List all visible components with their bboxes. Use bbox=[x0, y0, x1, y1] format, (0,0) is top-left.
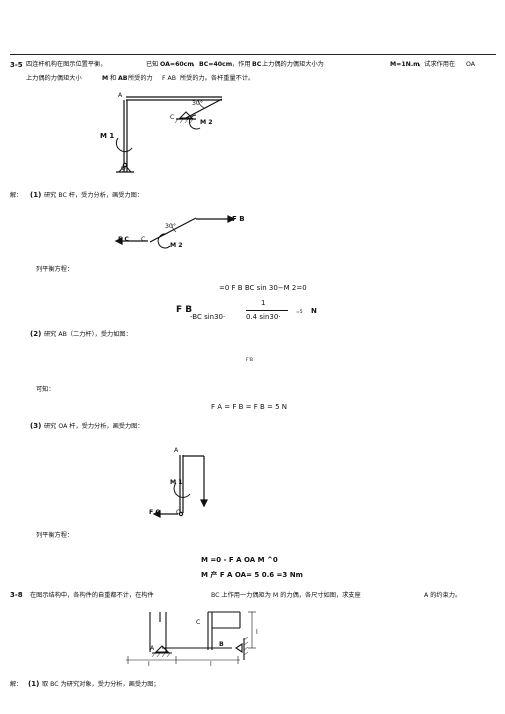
given-value: BC=40cm bbox=[199, 61, 233, 68]
fig1-label-m1: M 1 bbox=[100, 132, 115, 140]
problem-text: 上力偶的力偶矩大小为 bbox=[262, 61, 324, 68]
equation-heading: 列平衡方程： bbox=[36, 266, 74, 273]
fig1-label-a: A bbox=[118, 92, 123, 99]
given-value: F AB bbox=[162, 75, 177, 82]
step-number: (3) bbox=[30, 422, 42, 430]
equation-heading: 列平衡方程： bbox=[36, 532, 74, 539]
fig4-label-l-bottom2: l bbox=[210, 661, 212, 668]
fig1-label-o: O bbox=[121, 165, 126, 172]
known-heading: 可知： bbox=[36, 386, 55, 393]
top-rule bbox=[10, 54, 496, 55]
problem-text: 四连杆机构在图示位置平衡， bbox=[26, 61, 107, 68]
problem-text: 已知 bbox=[146, 61, 159, 68]
fig3-label-o: O bbox=[176, 509, 181, 516]
fig4-label-l-right: l bbox=[256, 629, 258, 636]
equation-2-numerator: 1 bbox=[261, 299, 266, 307]
fig4-label-b: B bbox=[219, 641, 224, 648]
fraction-line bbox=[246, 310, 288, 311]
problem-text: A 的约束力。 bbox=[424, 592, 462, 599]
given-value: AB bbox=[118, 75, 128, 82]
equation-2-sub: =5 bbox=[296, 310, 303, 315]
problem-text: 上力偶的力偶矩大小 bbox=[26, 75, 82, 82]
fig3-label-a: A bbox=[174, 447, 179, 454]
label-fb-prime: F'B bbox=[246, 358, 253, 363]
step-text: 研究 OA 杆，受力分析，画受力图： bbox=[44, 423, 144, 430]
fig1-label-c: C bbox=[170, 114, 175, 121]
solution-prefix: 解： bbox=[10, 192, 23, 199]
fig3-label-fo: F O bbox=[149, 509, 161, 516]
problem-number: 3-5 bbox=[10, 61, 23, 69]
fig1-label-m2: M 2 bbox=[200, 119, 213, 126]
problem-text: 和 bbox=[110, 75, 117, 82]
fig2-label-c: C bbox=[141, 236, 146, 243]
equation-3: F A = F B = F B = 5 N bbox=[211, 403, 288, 411]
problem-number: 3-8 bbox=[10, 591, 23, 599]
equation-2-mid: -BC sin30· bbox=[190, 313, 226, 321]
given-value: BC bbox=[252, 61, 262, 68]
equation-2-left: F B bbox=[176, 305, 193, 315]
problem-text: BC 上作用一力偶矩为 M 的力偶，各尺寸如图，求支座 bbox=[211, 592, 361, 599]
problem-text: ，试求作用在 bbox=[418, 61, 456, 68]
problem-text: 在图示结构中，各构件的自重都不计，在构件 bbox=[30, 592, 154, 599]
fig4-label-a: A bbox=[150, 645, 155, 652]
fig4-label-l-bottom1: l bbox=[148, 661, 150, 668]
equation-4: M =0 - F A OA M ^0 bbox=[201, 556, 278, 564]
problem-text: ， bbox=[192, 61, 199, 68]
problem-text: 所受的力。各杆重量不计。 bbox=[180, 75, 255, 82]
step-text: 取 BC 为研究对象，受力分析，画受力图； bbox=[42, 681, 160, 688]
fig4-label-c: C bbox=[196, 619, 201, 626]
equation-2-unit: N bbox=[311, 307, 317, 315]
problem-text: OA bbox=[466, 61, 475, 68]
equation-5: M 产 F A OA= 5 0.6 =3 Nm bbox=[201, 571, 303, 579]
step-number: (1) bbox=[30, 191, 42, 199]
fig2-label-fc: F C bbox=[118, 236, 129, 243]
problem-text: 所受的力 bbox=[128, 75, 153, 82]
given-value: M bbox=[102, 75, 109, 82]
equation-1: =0 F B BC sin 30−M 2=0 bbox=[219, 284, 307, 292]
step-number: (1) bbox=[28, 680, 40, 688]
fig2-label-fb: F B bbox=[232, 215, 245, 223]
solution-prefix: 解： bbox=[10, 681, 23, 688]
step-text: 研究 AB（二力杆），受力如图： bbox=[44, 331, 132, 338]
fig1-label-angle: 30° bbox=[192, 100, 203, 107]
equation-2-denominator: 0.4 sin30· bbox=[246, 313, 281, 321]
fig2-label-m2: M 2 bbox=[170, 242, 183, 249]
given-value: OA=60cm bbox=[160, 61, 194, 68]
problem-text: ，作用 bbox=[232, 61, 251, 68]
fig2-label-angle: 30° bbox=[165, 223, 176, 230]
given-value: M=1N.m bbox=[390, 61, 420, 68]
fig3-label-m1: M 1 bbox=[170, 479, 183, 486]
step-number: (2) bbox=[30, 330, 42, 338]
step-text: 研究 BC 杆，受力分析，画受力图： bbox=[44, 192, 144, 199]
